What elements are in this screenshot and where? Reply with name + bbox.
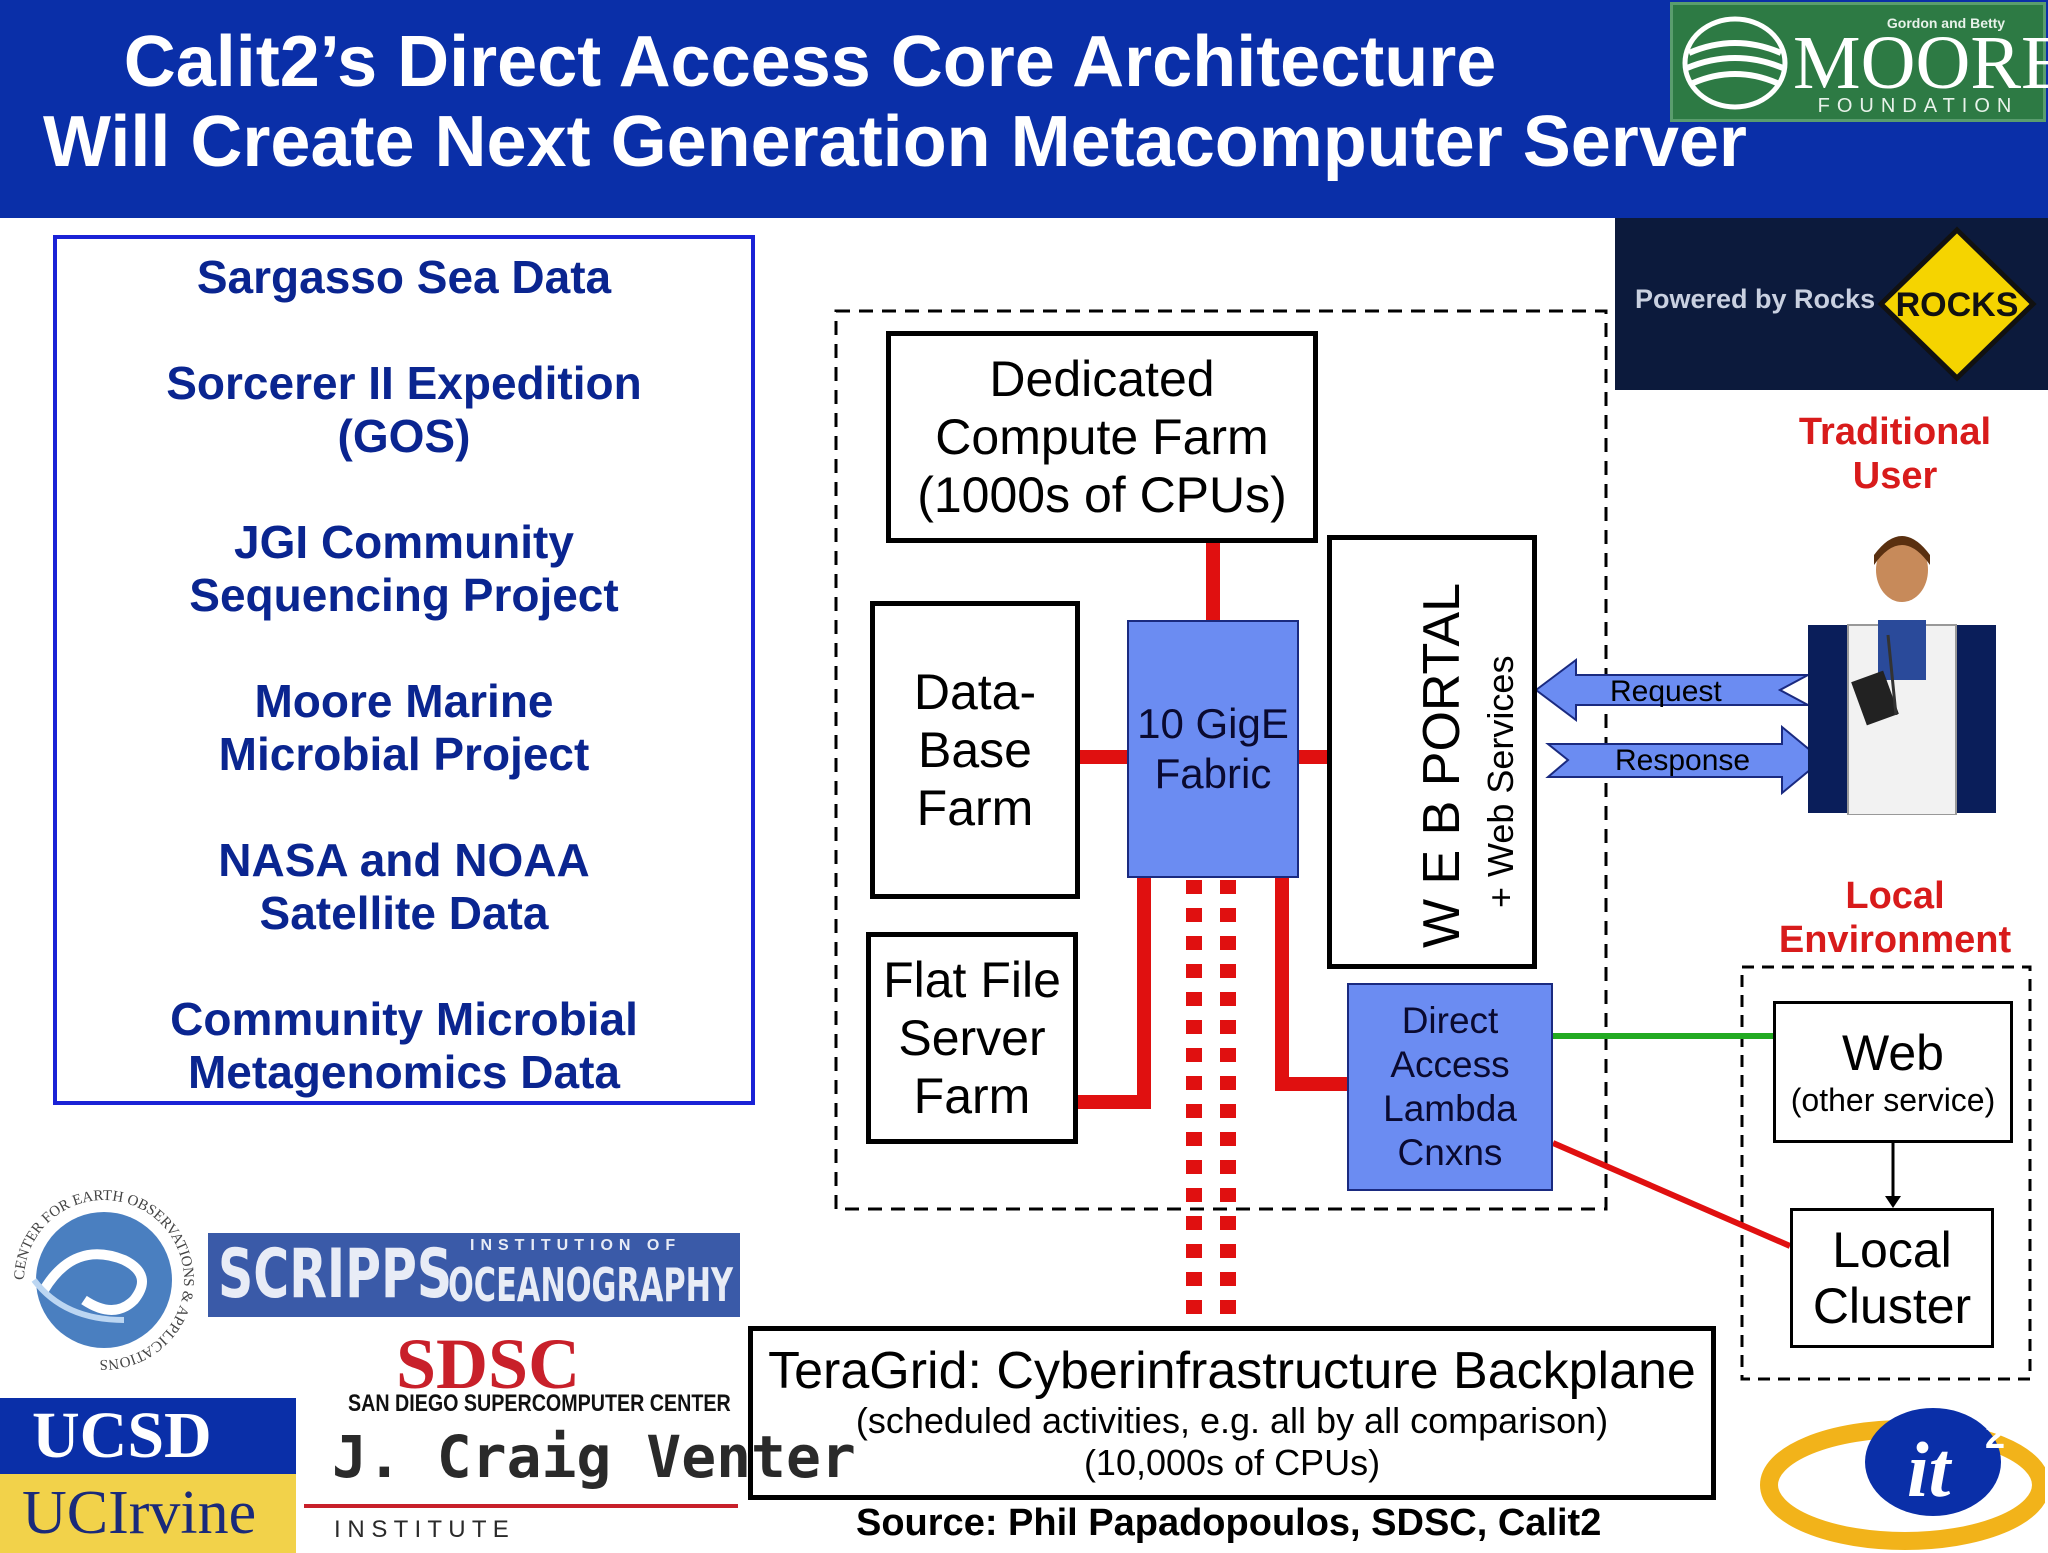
gige-fabric-box: 10 GigE Fabric <box>1127 620 1299 878</box>
web-portal-label: W E B PORTAL <box>1413 582 1471 948</box>
lambda-line: Cnxns <box>1397 1132 1503 1173</box>
moore-small-text: Gordon and Betty <box>1886 15 2006 31</box>
teragrid-line2: (scheduled activities, e.g. all by all c… <box>855 1400 1609 1441</box>
direct-access-lambda-box: Direct Access Lambda Cnxns <box>1347 983 1553 1191</box>
data-source-item: Community Microbial <box>170 993 638 1045</box>
it2-superscript: 2 <box>1985 1415 2005 1456</box>
scripps-ocean-text: OCEANOGRAPHY <box>448 1258 733 1312</box>
ucsd-text: UCSD <box>32 1399 212 1472</box>
it2-text: it <box>1907 1426 1953 1513</box>
flatfile-to-fabric-link <box>1075 878 1151 1109</box>
local-environment-line: Environment <box>1778 919 2012 961</box>
lambda-line: Lambda <box>1383 1088 1517 1129</box>
venter-logo-text: J. Craig Venter <box>332 1423 856 1491</box>
scripps-logo: SCRIPPS INSTITUTION OF OCEANOGRAPHY <box>208 1233 740 1317</box>
teragrid-title: TeraGrid: Cyberinfrastructure Backplane <box>768 1342 1696 1400</box>
lambda-line: Direct <box>1401 1000 1499 1041</box>
rocks-sign-text: ROCKS <box>1896 286 2019 324</box>
doctor-user-icon <box>1808 536 1996 815</box>
lambda-line: Access <box>1390 1044 1510 1085</box>
sdsc-logo-text: SDSC <box>396 1324 581 1404</box>
data-source-item: NASA and NOAA <box>218 834 590 886</box>
traditional-user-line: Traditional <box>1798 411 1992 453</box>
data-source-item: JGI Community <box>234 516 574 568</box>
ucsd-logo: UCSD <box>0 1398 296 1474</box>
lambda-to-cluster-link <box>1551 1140 1792 1249</box>
compute-farm-box: Dedicated Compute Farm (1000s of CPUs) <box>886 331 1318 543</box>
data-source-item: Satellite Data <box>259 887 549 939</box>
database-farm-line: Farm <box>916 780 1034 836</box>
local-environment-line: Local <box>1845 875 1945 917</box>
data-source-item: Moore Marine <box>254 675 554 727</box>
venter-institute-text: I N S T I T U T E <box>334 1516 509 1543</box>
fabric-line: Fabric <box>1154 750 1272 797</box>
teragrid-line3: (10,000s of CPUs) <box>1083 1442 1381 1483</box>
moore-foundation-text: FOUNDATION <box>1817 95 2019 117</box>
web-portal-box: W E B PORTAL + Web Services <box>1327 535 1537 969</box>
venter-rule <box>304 1504 738 1508</box>
fabric-to-lambda-link <box>1275 878 1350 1091</box>
compute-farm-line: (1000s of CPUs) <box>917 467 1287 523</box>
page-title-line2: Will Create Next Generation Metacomputer… <box>43 102 1747 182</box>
data-source-item: Metagenomics Data <box>187 1046 620 1098</box>
request-arrow <box>1534 658 1809 722</box>
data-source-item: Sargasso Sea Data <box>196 251 612 303</box>
database-farm-box: Data- Base Farm <box>870 601 1080 899</box>
local-cluster-box: Local Cluster <box>1790 1208 1994 1348</box>
other-service-label: (other service) <box>1790 1082 1996 1118</box>
web-to-cluster-arrowhead <box>1885 1196 1901 1208</box>
data-source-item: (GOS) <box>337 410 471 462</box>
scripps-text: SCRIPPS <box>218 1235 453 1314</box>
teragrid-box: TeraGrid: Cyberinfrastructure Backplane … <box>748 1326 1716 1500</box>
moore-globe-icon <box>1682 16 1788 110</box>
source-credit: Source: Phil Papadopoulos, SDSC, Calit2 <box>856 1502 1602 1544</box>
page-title-line1: Calit2’s Direct Access Core Architecture <box>123 22 1497 102</box>
ucirvine-text: UCIrvine <box>22 1479 257 1547</box>
scripps-small-text: INSTITUTION OF <box>470 1237 682 1254</box>
moore-foundation-logo: Gordon and Betty MOORE FOUNDATION <box>1670 2 2048 122</box>
data-source-item: Sorcerer II Expedition <box>166 357 642 409</box>
compute-farm-line: Compute Farm <box>935 409 1269 465</box>
traditional-user-line: User <box>1852 455 1938 497</box>
database-farm-line: Base <box>918 722 1032 778</box>
flatfile-farm-line: Server <box>898 1010 1046 1066</box>
rocks-logo: Powered by Rocks ROCKS <box>1615 218 2048 390</box>
data-source-item: Sequencing Project <box>189 569 619 621</box>
traditional-user-label: Traditional User <box>1750 410 2040 498</box>
response-label: Response <box>1615 744 1751 777</box>
web-service-label: Web <box>1842 1025 1944 1081</box>
request-label: Request <box>1610 675 1722 708</box>
local-environment-label: Local Environment <box>1760 874 2030 962</box>
rocks-sign-icon: ROCKS <box>1877 226 2037 382</box>
it2-logo: it 2 <box>1760 1408 2045 1550</box>
fabric-line: 10 GigE <box>1137 700 1289 747</box>
web-services-label: + Web Services <box>1480 655 1521 908</box>
data-sources-box: Sargasso Sea Data Sorcerer II Expedition… <box>53 235 755 1105</box>
response-arrow <box>1545 724 1824 796</box>
flatfile-farm-line: Farm <box>913 1068 1031 1124</box>
data-source-item: Microbial Project <box>218 728 590 780</box>
web-other-service-box: Web (other service) <box>1773 1001 2013 1143</box>
local-environment-boundary <box>1740 965 2032 1381</box>
flatfile-farm-box: Flat File Server Farm <box>866 932 1078 1144</box>
sdsc-subtitle: SAN DIEGO SUPERCOMPUTER CENTER <box>348 1390 731 1417</box>
powered-by-rocks-text: Powered by Rocks <box>1635 284 1876 314</box>
flatfile-farm-line: Flat File <box>883 952 1061 1008</box>
database-farm-line: Data- <box>913 664 1037 720</box>
ucirvine-logo: UCIrvine <box>0 1474 296 1553</box>
moore-big-text: MOORE <box>1793 21 2048 105</box>
ceoa-logo: CENTER FOR EARTH OBSERVATIONS & APPLICAT… <box>12 1188 196 1372</box>
local-cluster-line: Cluster <box>1812 1278 1972 1334</box>
local-cluster-line: Local <box>1832 1222 1952 1278</box>
compute-farm-line: Dedicated <box>989 351 1215 407</box>
